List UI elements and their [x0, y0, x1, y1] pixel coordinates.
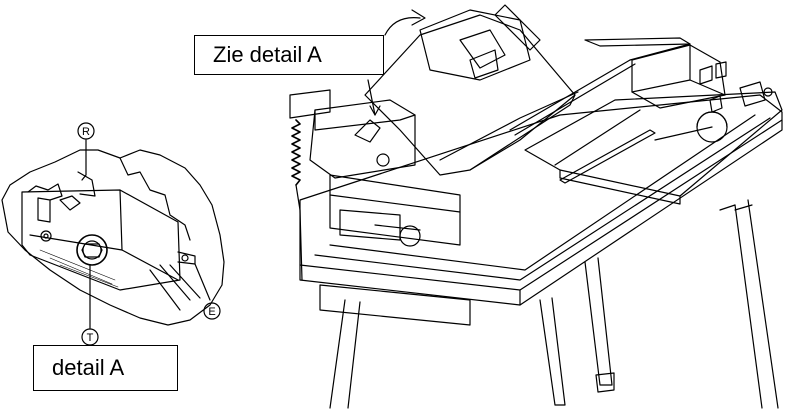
- splash-guard: [329, 174, 461, 246]
- leg-back-middle: [584, 257, 613, 386]
- detail-break-line: [119, 157, 191, 241]
- detail-cutout-outline: [1, 149, 225, 326]
- leg-back-right: [734, 199, 779, 409]
- detail-block: [21, 189, 181, 291]
- sliding-table: [524, 91, 783, 197]
- leg-front-left: [329, 299, 361, 409]
- motor-housing: [419, 9, 531, 81]
- zie-detail-leader: [367, 79, 376, 116]
- detail-plug: [76, 234, 108, 266]
- blade-guard: [309, 99, 416, 179]
- detail-a-illustration: [1, 122, 225, 346]
- leader-e: [194, 263, 211, 301]
- water-tray: [319, 284, 471, 326]
- marker-r-circle: [77, 122, 95, 140]
- callout-zie-detail: Zie detail A: [194, 35, 384, 75]
- pump-box: [339, 209, 401, 241]
- marker-e: E: [208, 306, 215, 318]
- marker-t: T: [87, 332, 94, 344]
- detail-outlet: [177, 251, 196, 265]
- saw-arm: [364, 14, 576, 176]
- marker-e-circle: [203, 302, 221, 320]
- spring: [291, 119, 301, 186]
- leader-r: [81, 139, 87, 181]
- tile-saw-illustration: [289, 4, 783, 409]
- detail-valve: [37, 197, 51, 223]
- rotation-arrow: [384, 17, 421, 36]
- marker-r: R: [82, 126, 90, 138]
- callout-detail-a: detail A: [33, 345, 178, 391]
- leg-front-right: [539, 297, 566, 406]
- guide-rail: [559, 129, 656, 184]
- saw-handle: [494, 4, 541, 51]
